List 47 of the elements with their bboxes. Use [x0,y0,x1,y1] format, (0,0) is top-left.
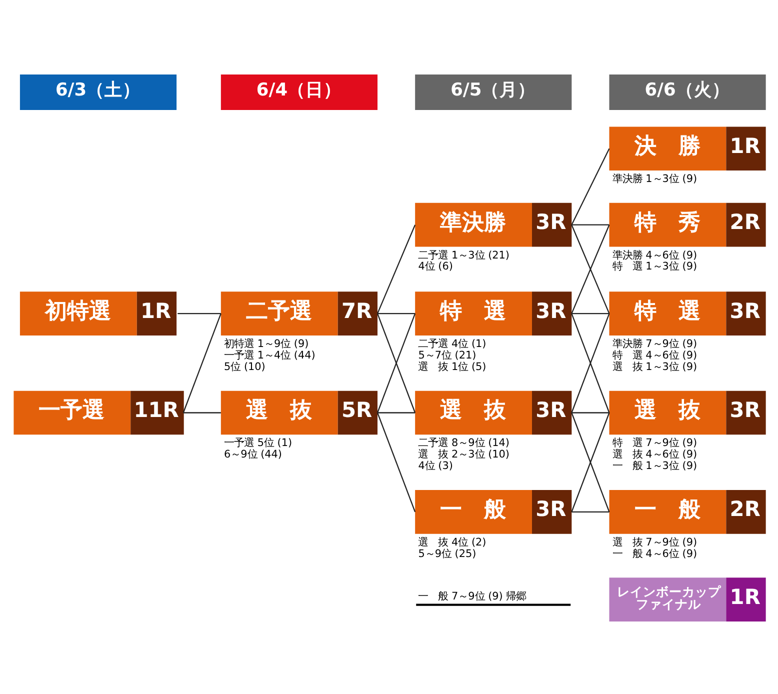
node-label: 5～9位 (25) [418,547,476,560]
connector [376,224,416,314]
node-label: 初特選 1～9位 (9) [224,337,308,350]
node-label: 5～7位 (21) [418,348,476,361]
node-label: 準決勝 7～9位 (9) [612,337,697,350]
node-label: 一予選 1～4位 (44) [224,348,315,361]
node-label: 5位 (10) [224,360,265,372]
node-box: 6/4（日） [220,74,377,110]
node-label: 選 抜 4位 (2) [418,536,486,548]
node-label: 選 抜 1～3位 (9) [612,360,697,372]
node-label: 一 般 4～6位 (9) [612,547,697,560]
node-label: 選 抜 2～3位 (10) [418,448,509,460]
connector [182,312,221,412]
connector [570,224,610,314]
node-label: 一予選 5位 (1) [224,436,292,449]
node-label: 特 選 4～6位 (9) [612,348,697,361]
connector [571,224,609,225]
connector [571,412,609,413]
node-box: 6/3（土） [19,74,176,110]
connector [177,312,220,314]
node-label: 6～9位 (44) [224,448,282,460]
connector [182,412,220,413]
node-label: 二予選 4位 (1) [418,337,486,350]
connector [570,148,610,225]
node-label: 選 抜 4～6位 (9) [612,448,697,460]
node-label: 二予選 1～3位 (21) [418,248,509,261]
node-label: 4位 (6) [418,260,452,272]
connector [376,412,416,512]
node-label: 一 般 1～3位 (9) [612,460,697,472]
node-label: 選 抜 7～9位 (9) [612,536,697,548]
node-box: 6/5（月） [414,74,572,110]
connector [570,312,610,412]
label: 一 般 7～9位 (9) 帰郷 [418,590,526,602]
node-label: 準決勝 1～3位 (9) [612,172,697,185]
connector [377,312,415,314]
node-label: 特 選 7～9位 (9) [612,436,697,449]
connector [571,312,609,314]
node-label: 4位 (3) [418,460,452,472]
node-label: 準決勝 4～6位 (9) [612,248,697,261]
node-label: 特 選 1～3位 (9) [612,260,697,272]
connector [377,412,415,413]
connector [571,510,609,512]
node-label: 二予選 8～9位 (14) [418,436,509,449]
connector [376,312,416,412]
node-box: 6/6（火） [608,74,766,110]
node-label: 選 抜 1位 (5) [418,360,486,372]
connector [570,412,610,512]
